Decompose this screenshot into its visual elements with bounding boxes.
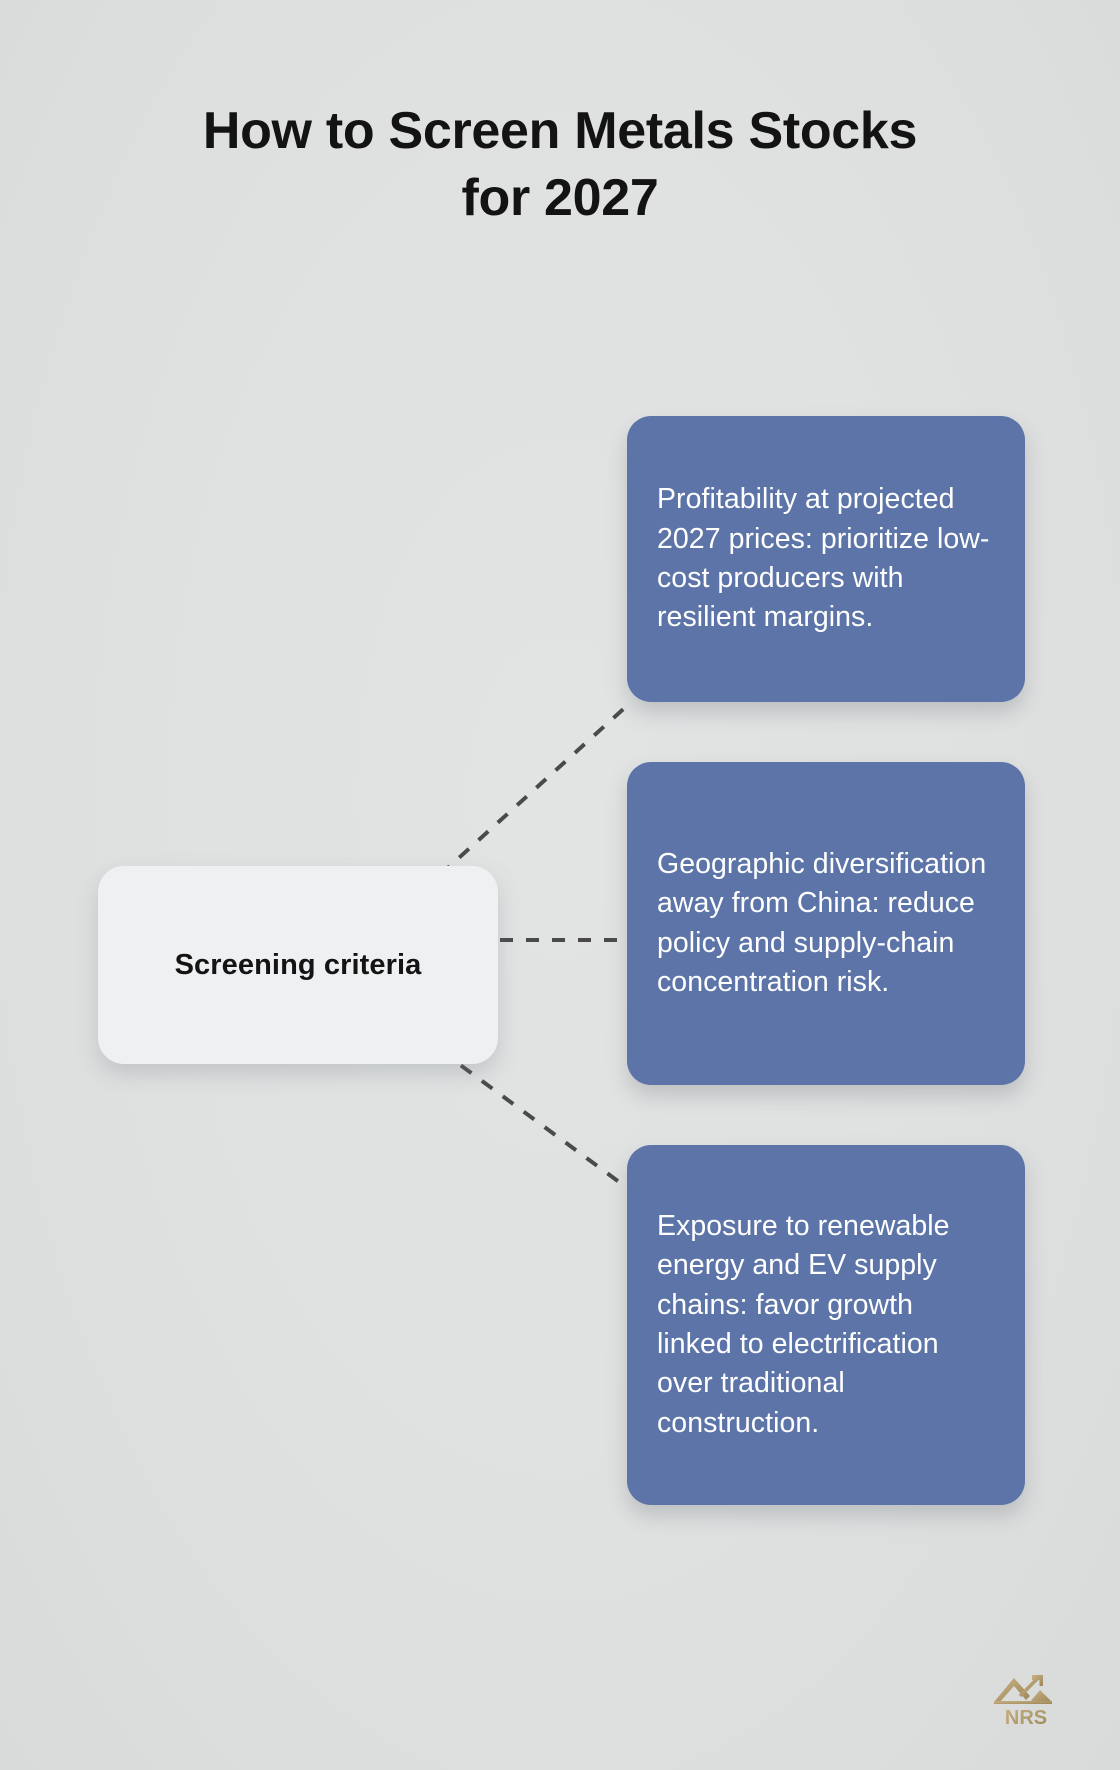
- branch-card-text: Exposure to renewable energy and EV supp…: [657, 1209, 950, 1439]
- page-title: How to Screen Metals Stocks for 2027: [202, 102, 918, 227]
- branch-card-renewable-ev-exposure[interactable]: Exposure to renewable energy and EV supp…: [627, 1145, 1025, 1505]
- branch-card-profitability[interactable]: Profitability at projected 2027 prices: …: [627, 416, 1025, 702]
- brand-logo: NRS: [990, 1668, 1062, 1732]
- center-node[interactable]: Screening criteria: [98, 866, 498, 1064]
- logo-text: NRS: [1005, 1707, 1047, 1729]
- connector-to-branch-2: [438, 1048, 632, 1192]
- branch-card-text: Profitability at projected 2027 prices: …: [657, 483, 990, 634]
- center-node-label: Screening criteria: [174, 948, 422, 981]
- branch-card-geographic-diversification[interactable]: Geographic diversification away from Chi…: [627, 762, 1025, 1085]
- connector-to-branch-0: [438, 701, 632, 877]
- mountain-arrow-icon: NRS: [994, 1675, 1052, 1729]
- branch-card-text: Geographic diversification away from Chi…: [657, 847, 987, 998]
